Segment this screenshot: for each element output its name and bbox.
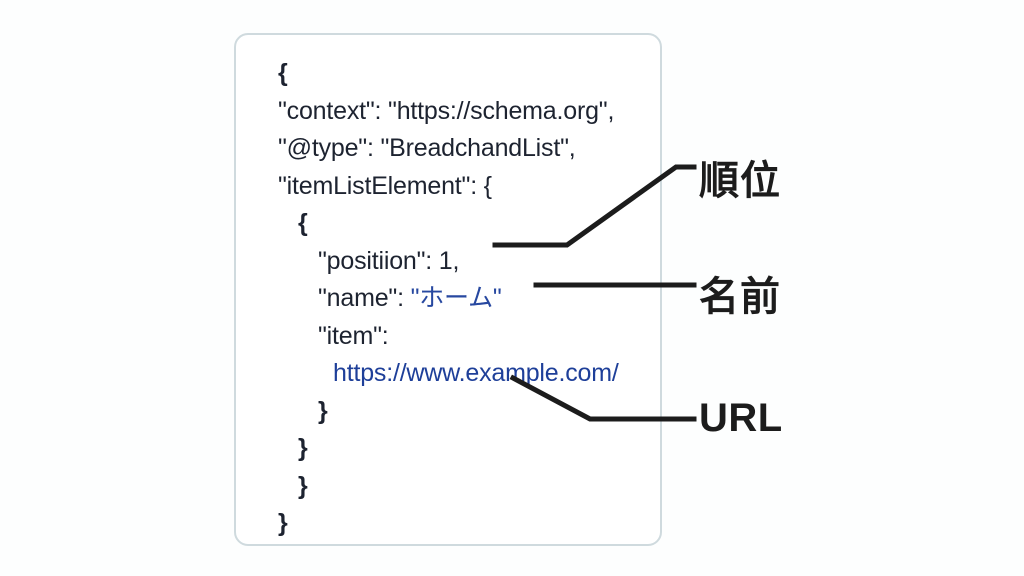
line-close-1-segment-0: }: [298, 471, 308, 500]
line-close-1: }: [256, 468, 660, 506]
line-name-segment-1: "ホーム": [410, 284, 502, 312]
line-open-brace: {: [256, 55, 660, 93]
line-url: https://www.example.com/: [256, 355, 660, 393]
line-position: "positiion": 1,: [256, 243, 660, 281]
line-open-brace-segment-0: {: [278, 59, 288, 87]
line-close-3: }: [256, 393, 660, 431]
line-close-0-segment-0: }: [278, 509, 288, 537]
line-name: "name": "ホーム": [256, 280, 660, 318]
line-inner-open-brace: {: [256, 205, 660, 243]
line-close-3-segment-0: }: [318, 396, 328, 425]
line-name-segment-0: "name":: [318, 284, 411, 312]
line-close-2-segment-0: }: [298, 434, 308, 462]
line-position-segment-0: "positiion": 1,: [318, 246, 460, 275]
line-itemlistelement: "itemListElement": {: [256, 168, 660, 206]
annotation-label-url: URL: [699, 396, 783, 440]
annotation-label-name: 名前: [699, 275, 781, 319]
line-close-0: }: [256, 505, 660, 543]
line-url-segment-0: https://www.example.com/: [333, 359, 619, 387]
line-itemlistelement-segment-0: "itemListElement": {: [278, 171, 492, 200]
line-close-2: }: [256, 430, 660, 468]
line-context: "context": "https://schema.org",: [256, 93, 660, 131]
line-type: "@type": "BreadchandList",: [256, 130, 660, 168]
annotation-label-rank: 順位: [699, 159, 781, 203]
line-context-segment-0: "context": "https://schema.org",: [278, 96, 615, 125]
json-code-block: { "context": "https://schema.org", "@type"…: [256, 55, 660, 543]
line-inner-open-brace-segment-0: {: [298, 209, 308, 237]
line-type-segment-0: "@type": "BreadchandList",: [278, 134, 576, 162]
line-item: "item":: [256, 318, 660, 356]
line-item-segment-0: "item":: [318, 321, 389, 350]
code-card: { "context": "https://schema.org", "@type"…: [234, 33, 662, 546]
